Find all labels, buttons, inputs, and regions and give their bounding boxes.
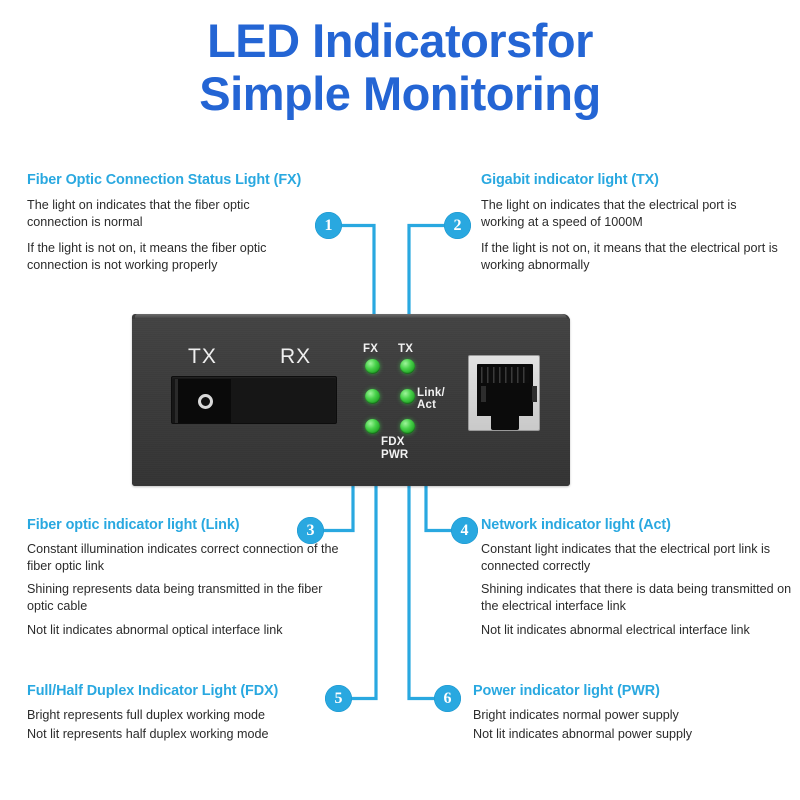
title-line-2: Simple Monitoring	[199, 67, 601, 121]
page-title: LED Indicatorsfor Simple Monitoring	[0, 14, 800, 120]
sc-ferrule-icon	[198, 394, 213, 409]
device-top-bevel	[135, 314, 567, 319]
sc-port-rx-label: RX	[280, 345, 312, 368]
callout-heading-5: Full/Half Duplex Indicator Light (FDX)	[27, 683, 279, 699]
led-fdx	[365, 419, 380, 434]
led-cluster: FX TX Link/ Act FDX PWR	[359, 341, 451, 461]
callout-heading-1: Fiber Optic Connection Status Light (FX)	[27, 172, 302, 188]
callout-badge-3: 3	[297, 517, 324, 544]
sc-port-tx-label: TX	[188, 345, 217, 368]
callout-text-2: Gigabit indicator light (TX) The light o…	[481, 172, 781, 274]
callout-text-5: Full/Half Duplex Indicator Light (FDX) B…	[27, 683, 327, 742]
callout-1-line-2: If the light is not on, it means the fib…	[27, 241, 267, 273]
callout-badge-5: 5	[325, 685, 352, 712]
led-tx	[400, 359, 415, 374]
callout-4-line-2: Shining indicates that there is data bei…	[481, 582, 792, 614]
callout-text-4: Network indicator light (Act) Constant l…	[481, 517, 793, 639]
wire-5	[350, 410, 378, 701]
rj45-latch-slot	[491, 416, 519, 430]
callout-4-line-3: Not lit indicates abnormal electrical in…	[481, 622, 750, 637]
wire-6	[407, 410, 436, 701]
rj45-notch-left	[481, 386, 486, 402]
callout-heading-3: Fiber optic indicator light (Link)	[27, 517, 240, 533]
callout-4-line-1: Constant light indicates that the electr…	[481, 542, 771, 573]
callout-heading-2: Gigabit indicator light (TX)	[481, 172, 659, 188]
rj45-notch-right	[532, 386, 537, 402]
led-label-link-act: Link/ Act	[417, 387, 445, 412]
callout-heading-4: Network indicator light (Act)	[481, 517, 671, 533]
callout-5-line-2: Not lit represents half duplex working m…	[27, 726, 269, 741]
led-label-pwr: PWR	[381, 449, 409, 461]
callout-text-3: Fiber optic indicator light (Link) Const…	[27, 517, 347, 639]
sc-fiber-port	[171, 376, 337, 424]
callout-text-6: Power indicator light (PWR) Bright indic…	[473, 683, 773, 742]
led-fx	[365, 359, 380, 374]
wire-1	[340, 223, 376, 354]
callout-3-line-1: Constant illumination indicates correct …	[27, 542, 339, 573]
callout-5-line-1: Bright represents full duplex working mo…	[27, 708, 266, 722]
media-converter-device: TX RX FX TX Link/ Act FDX PWR	[132, 314, 570, 486]
wire-2	[407, 223, 446, 354]
callout-6-line-2: Not lit indicates abnormal power supply	[473, 726, 693, 741]
rj45-ethernet-port	[468, 355, 540, 431]
device-front-panel: TX RX FX TX Link/ Act FDX PWR	[132, 319, 570, 486]
callout-badge-1: 1	[315, 212, 342, 239]
rj45-contact-slots	[481, 367, 529, 383]
led-label-fx: FX	[363, 343, 379, 355]
callout-badge-6: 6	[434, 685, 461, 712]
led-link	[365, 389, 380, 404]
callout-badge-2: 2	[444, 212, 471, 239]
sc-port-inner	[175, 379, 231, 423]
rj45-cavity	[477, 364, 537, 416]
led-pwr	[400, 419, 415, 434]
callout-3-line-3: Not lit indicates abnormal optical inter…	[27, 622, 283, 637]
led-label-tx: TX	[398, 343, 414, 355]
led-act	[400, 389, 415, 404]
callout-2-line-2: If the light is not on, it means that th…	[481, 241, 778, 273]
callout-badge-4: 4	[451, 517, 478, 544]
callout-1-line-1: The light on indicates that the fiber op…	[27, 198, 250, 229]
callout-3-line-2: Shining represents data being transmitte…	[27, 582, 323, 614]
led-label-fdx: FDX	[381, 436, 405, 448]
callout-text-1: Fiber Optic Connection Status Light (FX)…	[27, 172, 302, 274]
callout-6-line-1: Bright indicates normal power supply	[473, 708, 679, 722]
callout-heading-6: Power indicator light (PWR)	[473, 683, 660, 699]
title-line-1: LED Indicatorsfor	[207, 14, 593, 67]
callout-2-line-1: The light on indicates that the electric…	[481, 198, 737, 229]
